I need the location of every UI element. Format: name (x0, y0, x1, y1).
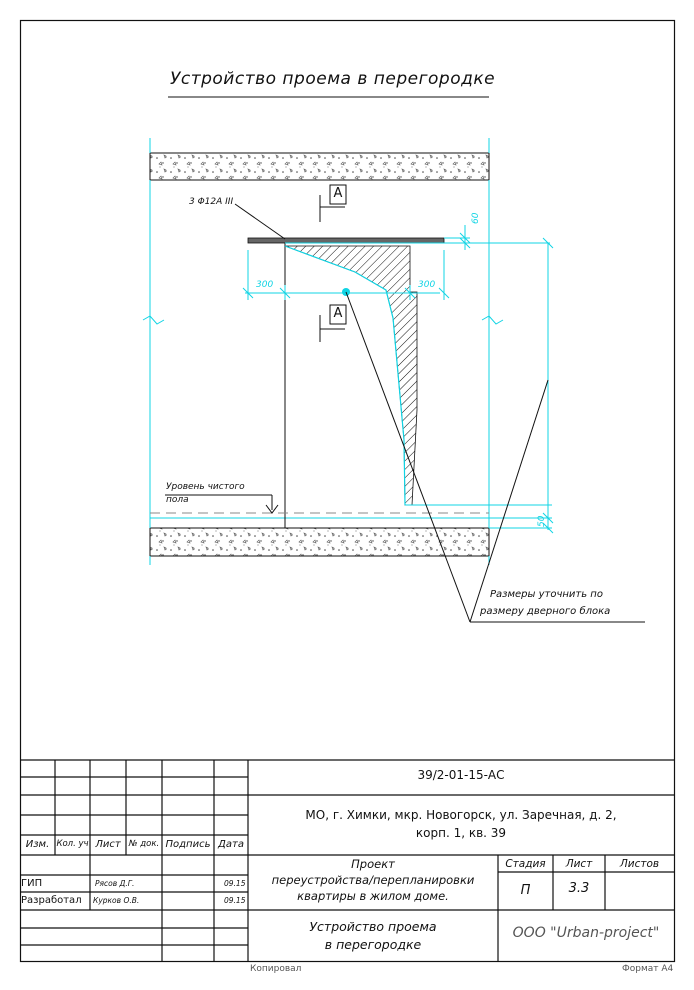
name-developer: Курков О.В. (93, 896, 140, 905)
dimension-300-left: 300 (256, 280, 274, 290)
note-line-2: размеру дверного блока (480, 606, 611, 617)
sheet-title-line-2: в перегородке (324, 937, 422, 952)
header-izm: Изм. (25, 839, 50, 850)
date-gip: 09.15 (224, 879, 246, 888)
sheets-header: Листов (619, 858, 660, 870)
sheet-title-line-1: Устройство проема (309, 919, 437, 934)
project-line-3: квартиры в жилом доме. (297, 889, 449, 903)
header-list: Лист (95, 839, 121, 850)
bottom-slab (149, 527, 490, 557)
wall-outlines (142, 138, 504, 565)
section-mark-bottom (319, 304, 347, 342)
stage-value: П (520, 883, 531, 898)
note-line-1: Размеры уточнить по (490, 589, 603, 600)
sheet-value: 3.3 (568, 881, 590, 896)
rebar-leader (234, 203, 286, 240)
hatched-wedge (284, 245, 418, 506)
section-mark-top (319, 184, 347, 222)
sheet-frame (19, 19, 676, 963)
project-line-1: Проект (351, 857, 395, 871)
header-kol-uch: Кол. уч (56, 839, 89, 849)
header-data: Дата (218, 839, 244, 850)
top-slab (149, 152, 490, 181)
lintel-rebar (247, 237, 445, 244)
floor-level-label-2: пола (166, 495, 189, 505)
section-label-top: А (333, 186, 343, 201)
name-gip: Рясов Д.Г. (95, 879, 135, 888)
floor-level-label-1: Уровень чистого (166, 482, 245, 492)
title-block-grid (20, 759, 674, 962)
header-doc-no: № док. (128, 839, 160, 849)
floor-level-mark (150, 494, 489, 514)
date-developer: 09.15 (224, 896, 246, 905)
role-developer: Разработал (21, 895, 82, 906)
company-name: ООО "Urban-project" (512, 925, 660, 941)
section-label-bottom: А (333, 306, 343, 321)
sheet-header: Лист (565, 858, 593, 870)
rebar-label: 3 Φ12А III (189, 197, 234, 207)
stage-header: Стадия (505, 858, 546, 870)
dimension-50: 50 (537, 515, 547, 527)
footer-copied: Копировал (250, 964, 302, 974)
footer-format: Формат А4 (622, 964, 674, 974)
address-line-2: корп. 1, кв. 39 (415, 826, 507, 840)
project-line-2: переустройства/перепланировки (271, 873, 475, 887)
wedge-cyan-edge (284, 245, 406, 506)
address-line-1: МО, г. Химки, мкр. Новогорск, ул. Заречн… (305, 808, 617, 822)
dimension-60: 60 (471, 212, 481, 224)
drawing-title: Устройство проема в перегородке (170, 69, 496, 89)
dimension-300-right: 300 (418, 280, 436, 290)
header-podpis: Подпись (165, 839, 211, 850)
role-gip: ГИП (21, 878, 43, 889)
doc-code: 39/2-01-15-АС (417, 768, 505, 782)
note-leaders (345, 291, 645, 623)
